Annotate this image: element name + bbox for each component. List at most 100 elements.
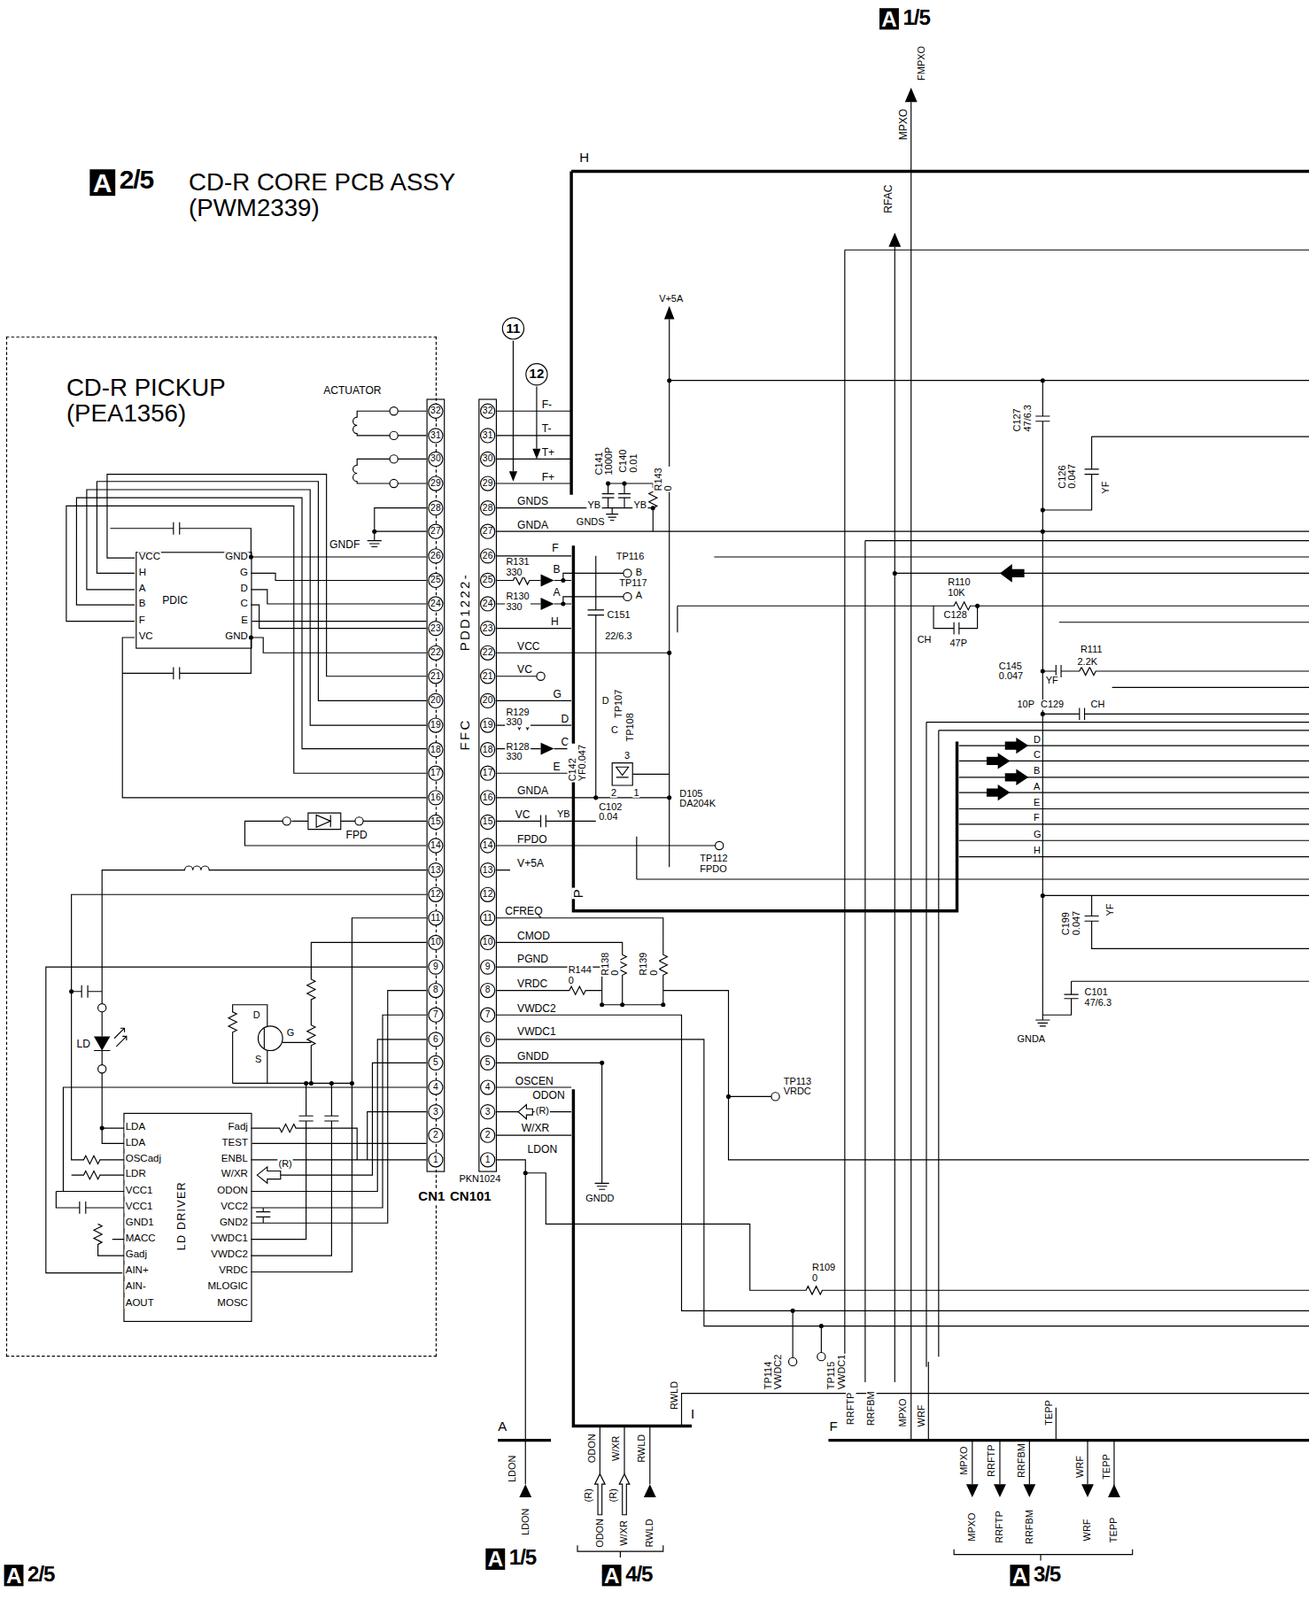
signal-label: OSCadj [124,1154,163,1165]
signal-label: VWDC2 [516,1002,558,1015]
signal-label: TEPP [1044,1399,1054,1427]
pin-number: 17 [480,766,496,782]
pin-number: 18 [427,742,443,758]
sheet-number: 3/5 [1032,1563,1062,1585]
signal-label: FFC [457,717,473,752]
signal-label: C127 47/6.3 [1012,403,1033,434]
signal-label: FMPXO [916,45,927,82]
signal-label: C141 1000P [593,446,614,477]
signal-label: G [239,567,249,579]
signal-label: GNDA [516,785,550,798]
node-label: CN1 [418,1189,445,1204]
signal-label: TEPP [1101,1453,1112,1481]
signal-label: B [551,564,561,576]
signal-label: VWDC1 [516,1026,558,1038]
sheet-badge: A [1009,1564,1030,1587]
node-label: CN101 [449,1189,492,1204]
pin-number: 23 [427,620,443,636]
signal-label: RWLD [669,1380,680,1411]
signal-label: GNDF [328,538,362,550]
signal-label: MOSC [216,1297,249,1309]
signal-label: I [689,1408,696,1423]
signal-label: G [551,689,563,701]
signal-label: W/XR [520,1122,551,1134]
signal-label: AIN- [124,1281,148,1293]
pin-number: 22 [480,644,496,660]
signal-label: D [559,712,570,725]
signal-label: TP117 [618,578,649,589]
signal-label: RRFTP [994,1510,1005,1545]
signal-label: YB [556,809,572,820]
signal-label: VCC2 [219,1201,249,1213]
node-label: CD-R PICKUP (PEA1356) [66,374,281,427]
signal-label: (R) [583,1487,594,1504]
pin-number: 20 [480,693,496,709]
signal-label: YB [586,499,602,510]
pin-number: 8 [427,983,443,999]
signal-label: LDON [526,1143,558,1155]
signal-label: VRDC [217,1264,249,1276]
hollow-arrow [595,1474,606,1516]
pin-number: 29 [427,475,443,491]
pickup-wires [66,410,427,798]
ld-wires [46,866,427,1274]
signal-label: V+5A [658,294,684,304]
signal-label: R139 0 [638,951,659,976]
sheet-number: 2/5 [26,1563,55,1585]
signal-label: GNDS [575,517,606,527]
pin-number: 15 [480,813,496,829]
signal-label: C199 0.047 [1061,910,1082,938]
signal-label: RRFBM [1015,1442,1026,1480]
signal-label: RRFTP [845,1392,856,1427]
pin-number: 17 [427,766,443,782]
signal-label: CMOD [516,930,551,943]
signal-label: T- [541,423,553,435]
cn101-wires [495,319,1309,1486]
signal-label: GND [224,551,249,563]
signal-label: W/XR [619,1519,629,1548]
signal-label: R143 0 [652,466,674,492]
signal-label: YF [1045,675,1060,686]
signal-label: VRDC [516,978,550,991]
signal-label: FPD [344,829,368,842]
pin-number: 2 [427,1128,443,1144]
pin-number: 25 [427,573,443,589]
sheet-number: 2/5 [118,166,155,194]
signal-label: VC [138,631,155,643]
signal-label: RFAC [882,183,895,215]
pin-number: 24 [480,596,496,612]
pin-number: 21 [427,669,443,685]
pin-number: 3 [427,1104,443,1120]
signal-label: W/XR [611,1434,621,1463]
signal-label: D [601,696,611,706]
hollow-arrow [256,1167,280,1184]
signal-label: G [1032,829,1043,840]
test-points [98,407,826,1367]
pin-number: 11 [480,910,496,926]
signal-label: TP107 [612,689,623,721]
pin-number: 6 [427,1031,443,1047]
right-bus-wires [577,101,1309,1561]
signal-label: MPXO [897,108,909,142]
signal-label: A [551,586,561,598]
pin-number: 16 [427,790,443,806]
pin-number: 7 [480,1007,496,1023]
bus-frame [497,171,1309,1441]
signal-label: VC [516,664,534,676]
signal-label: V+5A [516,858,545,870]
pin-number: 30 [427,451,443,467]
signal-label: ODON [216,1185,249,1197]
signal-label: RWLD [636,1433,647,1464]
signal-label: (R) [277,1159,294,1170]
signal-label: ODON [595,1518,605,1550]
pin-number: 27 [427,524,443,540]
signal-label: VCC1 [124,1201,155,1213]
signal-label: W/XR [220,1169,249,1180]
signal-label: B [138,598,148,610]
pin-number: 4 [427,1079,443,1095]
pin-number: 20 [427,693,443,709]
signal-label: F [550,542,560,555]
signal-label: YF [1100,480,1111,496]
